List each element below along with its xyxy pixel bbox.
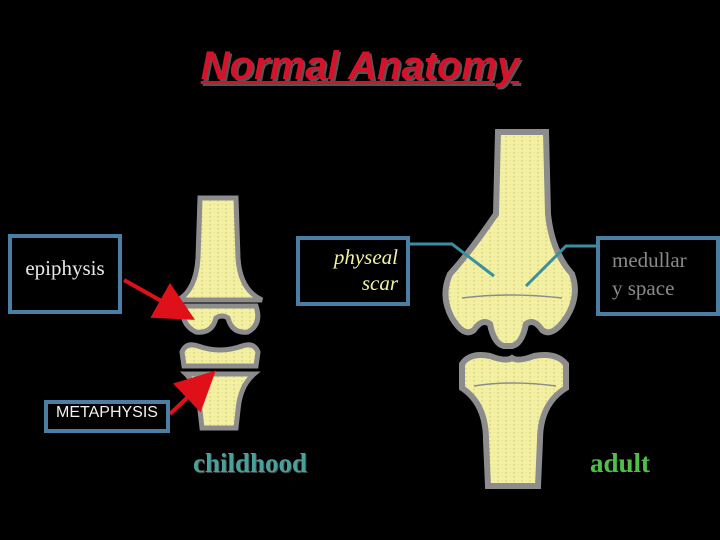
physeal-scar-label: physeal scar — [300, 244, 398, 296]
medullary-space-label-line1: medullar — [612, 248, 687, 272]
medullary-space-label-line2: y space — [612, 276, 675, 300]
child-femur-epiphysis — [180, 303, 261, 335]
adult-tibia-physeal-scar-line — [473, 382, 557, 387]
epiphysis-label: epiphysis — [25, 256, 105, 280]
epiphysis-label-box — [8, 234, 122, 314]
metaphysis-label: METAPHYSIS — [56, 404, 158, 421]
metaphysis-arrow — [168, 370, 216, 416]
medullary-space-label: medullar y space — [612, 246, 716, 302]
adult-femur — [442, 129, 578, 349]
child-tibia-metaphysis — [179, 371, 261, 431]
epiphysis-arrow — [123, 278, 195, 320]
physeal-scar-pointer — [410, 242, 495, 278]
adult-physeal-scar-line — [461, 294, 563, 299]
metaphysis-label-box — [44, 400, 170, 433]
adult-caption: adult — [589, 448, 651, 478]
child-femur-metaphysis — [168, 195, 264, 303]
medullary-space-label-box — [596, 236, 720, 316]
physeal-scar-label-line2: scar — [361, 271, 398, 295]
child-tibia-epiphysis — [179, 342, 261, 369]
medullary-space-pointer — [524, 244, 596, 288]
slide-title: Normal Anatomy — [200, 44, 520, 88]
physeal-scar-label-line1: physeal — [333, 245, 398, 269]
childhood-caption: childhood — [192, 448, 308, 478]
physeal-scar-label-box — [296, 236, 410, 306]
adult-tibia — [459, 352, 569, 489]
